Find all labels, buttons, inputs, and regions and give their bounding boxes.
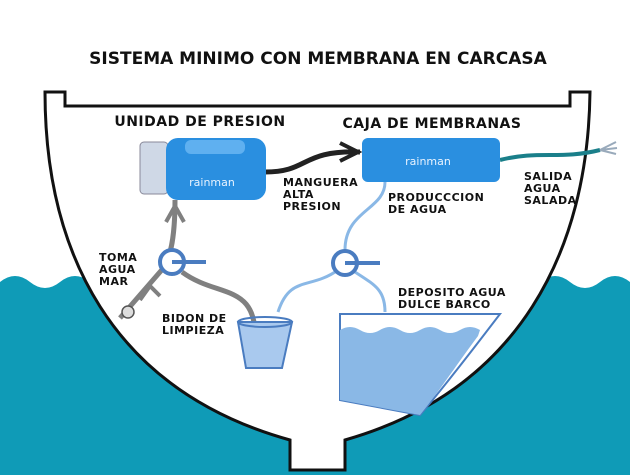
- cleaning-bucket: [236, 316, 294, 369]
- brand-logo: rainman: [189, 176, 235, 189]
- header-pressure-unit: UNIDAD DE PRESION: [114, 114, 285, 130]
- fresh-to-tank-pipe: [354, 270, 387, 313]
- intake-valve[interactable]: [158, 248, 206, 276]
- page-title: SISTEMA MINIMO CON MEMBRANA EN CARCASA: [89, 49, 547, 69]
- intake-arrow-icon: [138, 201, 186, 302]
- fresh-to-bucket-pipe: [276, 268, 339, 313]
- membrane-box-device: rainman: [362, 138, 500, 182]
- salt-water-spray: [599, 141, 618, 155]
- header-membrane-box: CAJA DE MEMBRANAS: [343, 116, 522, 132]
- hose-arrow-icon: [339, 141, 363, 163]
- pressure-unit-device: rainman: [139, 138, 266, 200]
- high-pressure-hose: [264, 149, 361, 175]
- brand-logo: rainman: [405, 155, 451, 168]
- salt-outlet-hose: [499, 148, 601, 162]
- production-valve[interactable]: [331, 249, 380, 277]
- fresh-water-tank: [339, 313, 503, 417]
- production-pipe: [343, 181, 387, 251]
- strainer-icon: [121, 305, 135, 319]
